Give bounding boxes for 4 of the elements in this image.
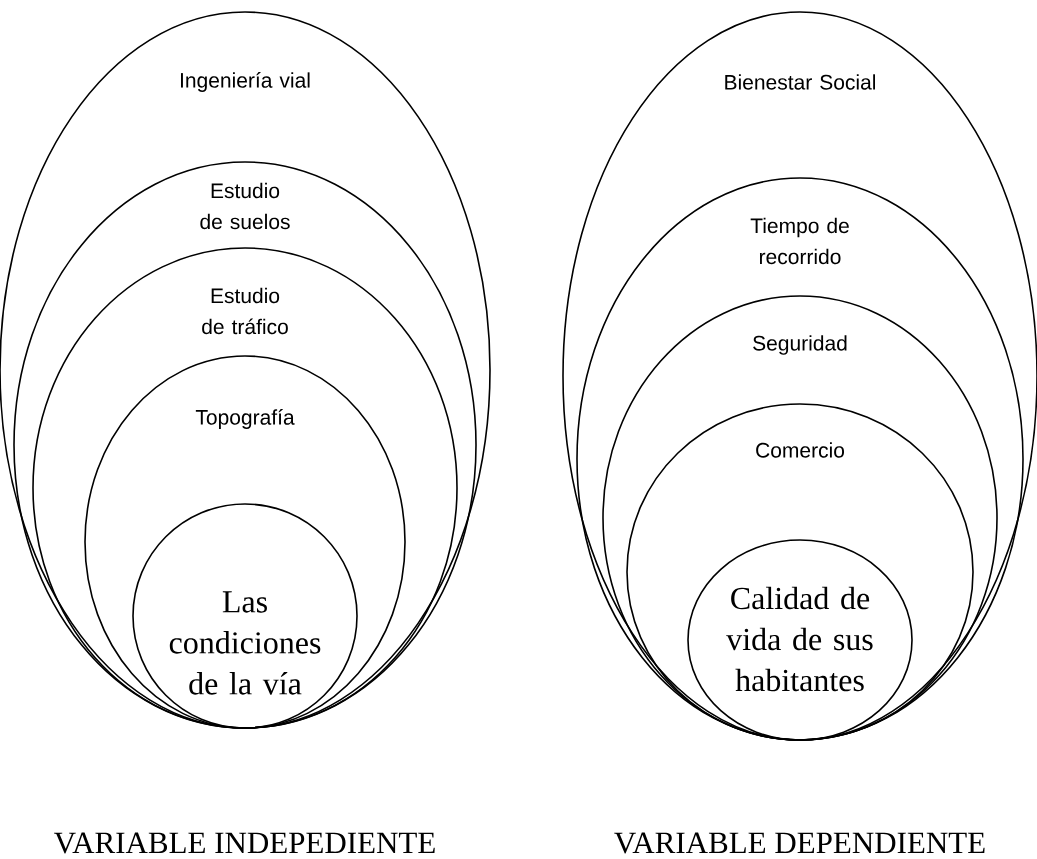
circle-node: Las condiciones de la vía <box>132 503 358 729</box>
variable-label: VARIABLE INDEPEDIENTE <box>54 832 435 854</box>
variable-label: VARIABLE DEPENDIENTE <box>614 832 985 854</box>
ellipse-node: Calidad de vida de sus habitantes <box>687 539 913 741</box>
